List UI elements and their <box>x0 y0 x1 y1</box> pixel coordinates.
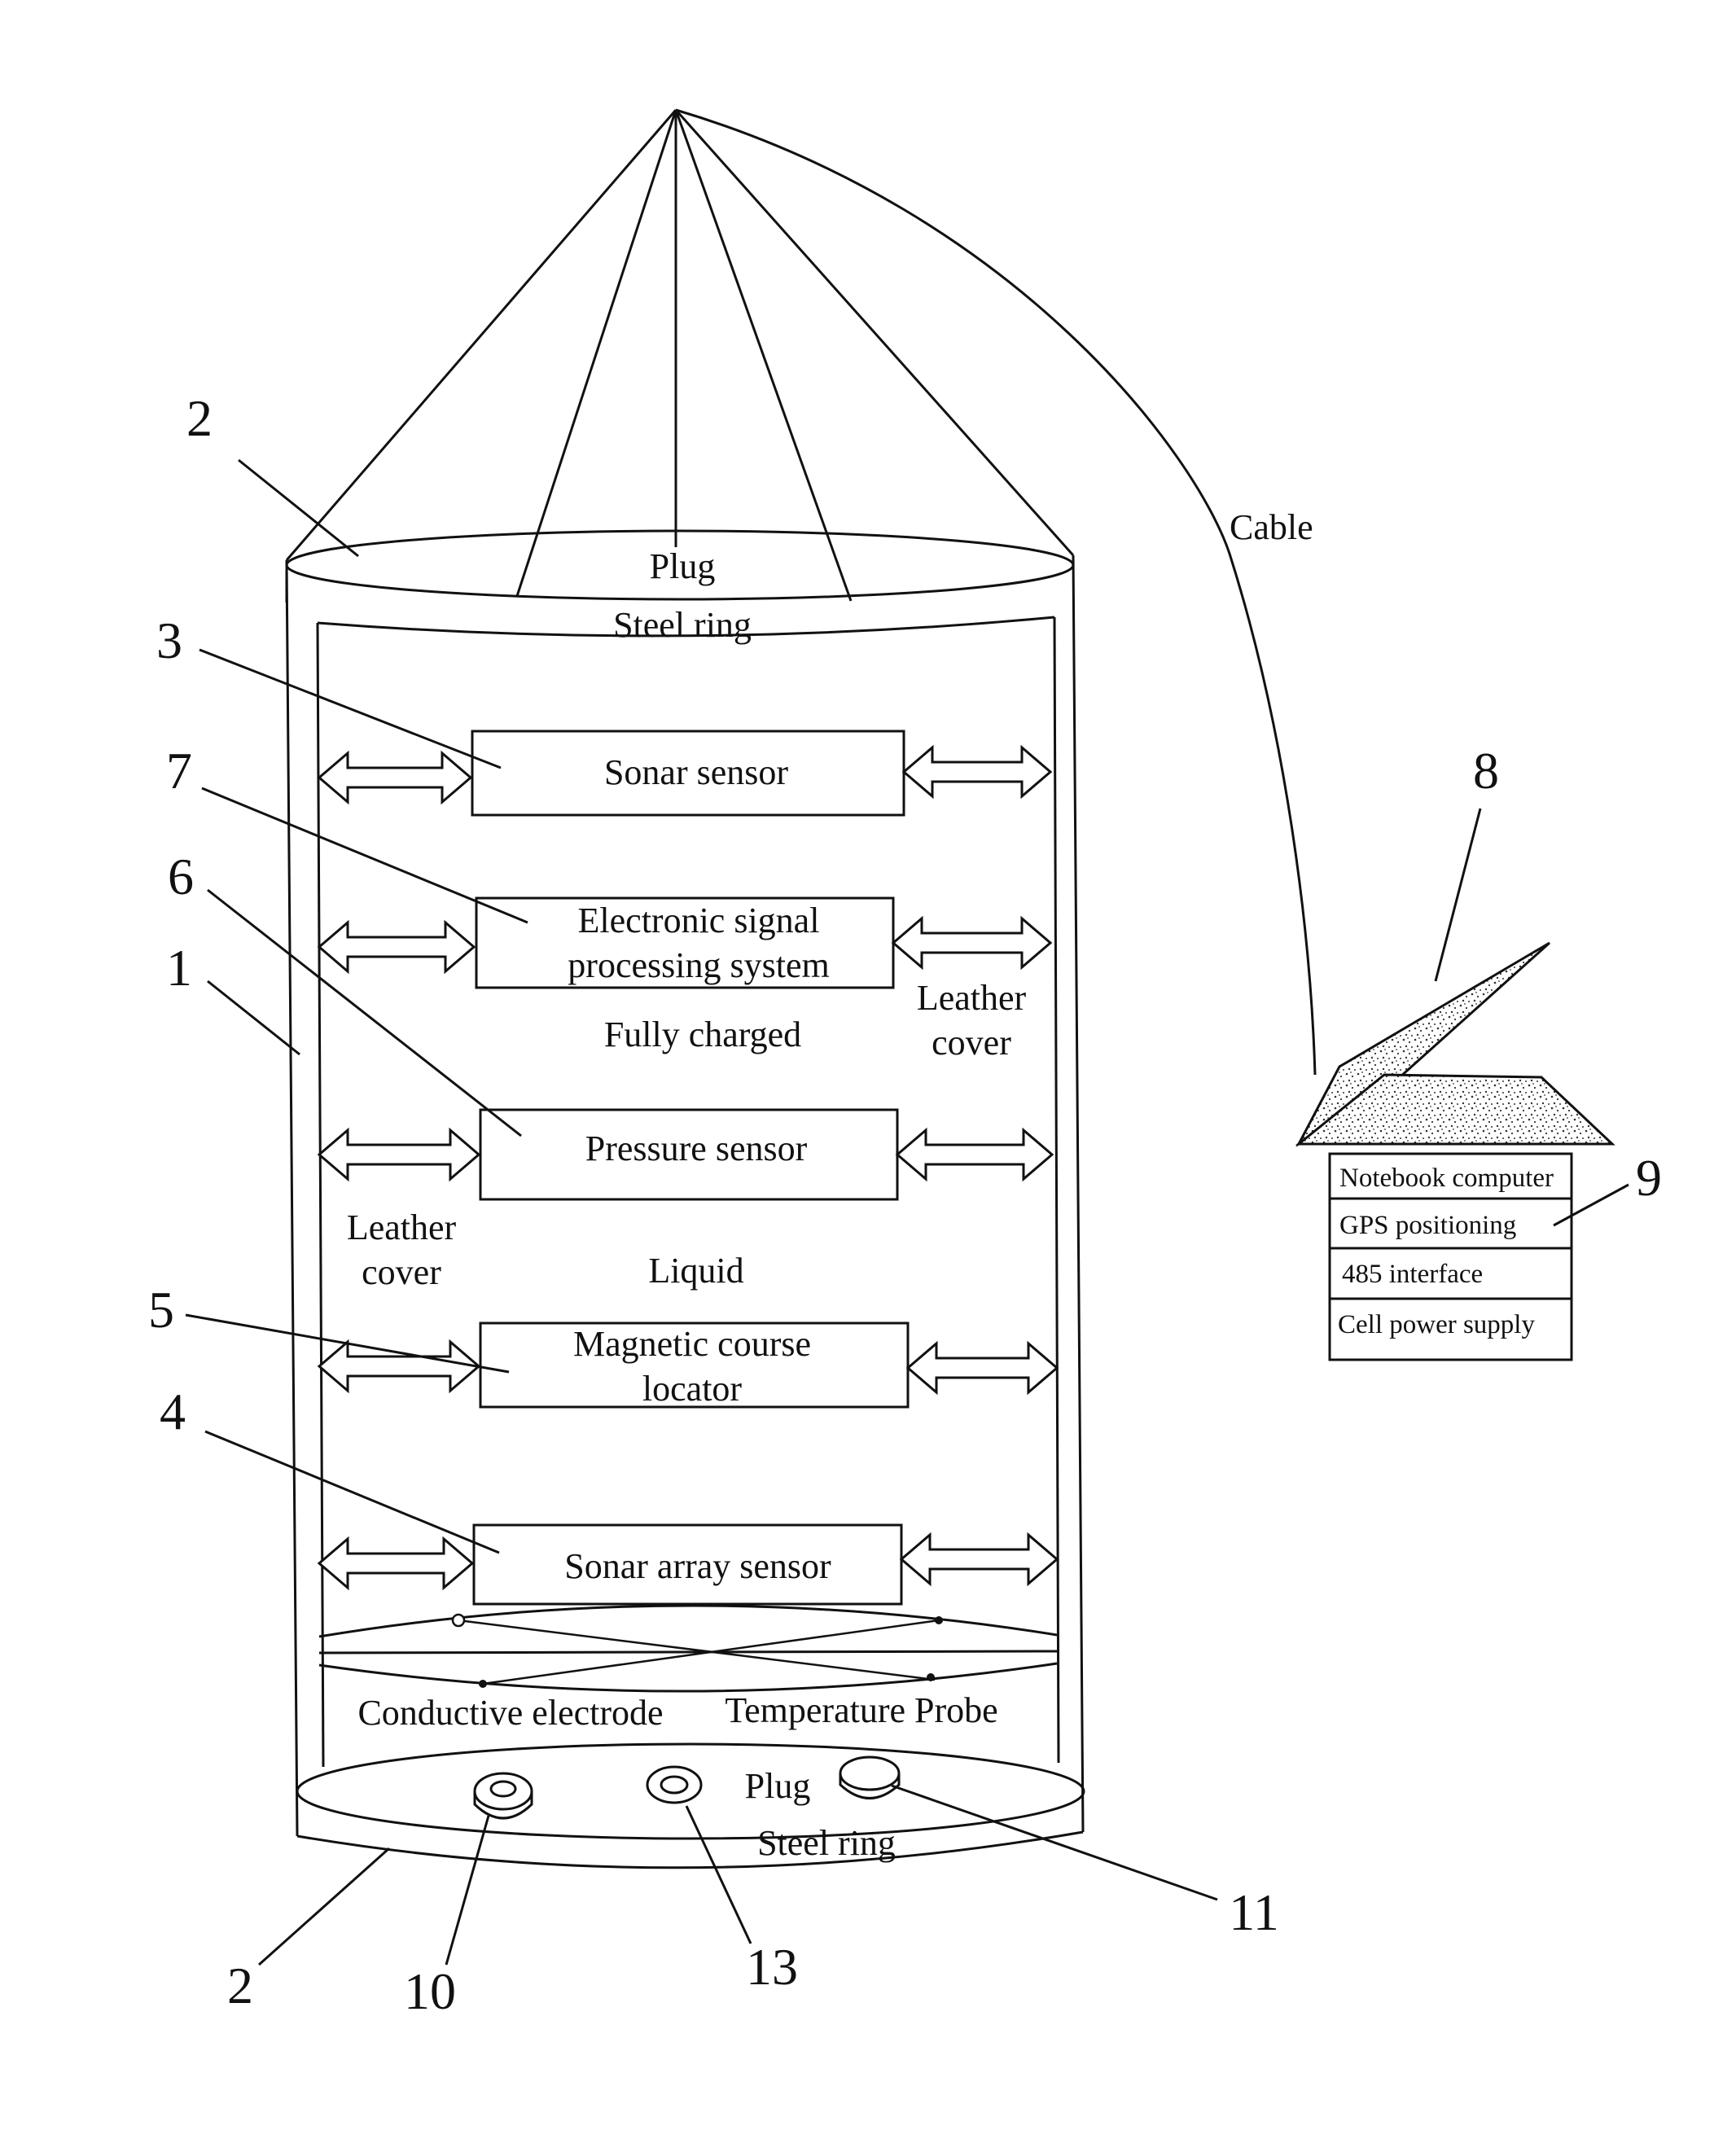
panel-gps-positioning: GPS positioning <box>1339 1211 1516 1240</box>
ref-3: 3 <box>156 611 182 669</box>
bottom-plug-label: Plug <box>745 1766 811 1806</box>
top-steel-ring-label: Steel ring <box>613 605 752 645</box>
leather-cover-left-line2: cover <box>362 1252 441 1292</box>
temperature-probe-11 <box>840 1757 899 1799</box>
top-plug-label: Plug <box>650 546 716 586</box>
bottom-steel-ring-label: Steel ring <box>757 1823 896 1863</box>
mcl-label-line1: Magnetic course <box>573 1324 811 1364</box>
leather-cover-right-line1: Leather <box>917 978 1027 1018</box>
bottom-plug <box>297 1744 1084 1839</box>
double-arrow <box>319 753 471 802</box>
panel-485-interface: 485 interface <box>1342 1260 1483 1289</box>
ring-electrode-10 <box>475 1773 532 1818</box>
panel-cell-power-supply: Cell power supply <box>1338 1310 1535 1339</box>
esp-label-line2: processing system <box>568 945 829 985</box>
double-arrow <box>897 1130 1052 1179</box>
esp-label-line1: Electronic signal <box>578 901 820 940</box>
double-arrow <box>893 918 1050 967</box>
ref-10: 10 <box>404 1962 456 2020</box>
ref-1: 1 <box>166 939 192 997</box>
ref-7: 7 <box>166 742 192 800</box>
leather-cover-right-line2: cover <box>932 1023 1011 1063</box>
pressure-sensor-label: Pressure sensor <box>585 1129 808 1168</box>
ref-5: 5 <box>148 1281 174 1339</box>
panel-notebook-computer: Notebook computer <box>1339 1164 1554 1193</box>
ring-electrode-13 <box>647 1767 701 1803</box>
electrode-point <box>453 1615 464 1626</box>
double-arrow <box>908 1343 1057 1392</box>
notebook-computer-graphic <box>1299 943 1612 1144</box>
double-arrow <box>319 1539 472 1588</box>
ref-2-bottom: 2 <box>227 1957 253 2014</box>
ref-13: 13 <box>746 1938 798 1996</box>
ref-9: 9 <box>1636 1149 1662 1207</box>
electrode-point <box>935 1616 943 1624</box>
temperature-probe-label: Temperature Probe <box>725 1690 997 1730</box>
electrode-grid <box>319 1606 1057 1691</box>
ref-6: 6 <box>168 848 194 905</box>
mcl-label-line2: locator <box>642 1369 743 1409</box>
conductive-electrode-label: Conductive electrode <box>357 1693 663 1733</box>
ref-2-top: 2 <box>186 389 213 447</box>
double-arrow <box>319 1130 479 1179</box>
electrode-point <box>927 1673 935 1681</box>
ref-8: 8 <box>1473 742 1499 800</box>
double-arrow <box>901 1535 1057 1584</box>
liquid-label: Liquid <box>648 1251 743 1291</box>
suspension-lines <box>287 110 1073 601</box>
leather-cover-left-line1: Leather <box>347 1207 457 1247</box>
sonar-sensor-label: Sonar sensor <box>604 752 788 792</box>
double-arrow <box>904 747 1050 796</box>
ref-4: 4 <box>160 1383 186 1440</box>
electrode-point <box>479 1680 487 1688</box>
sonar-array-sensor-label: Sonar array sensor <box>564 1546 831 1586</box>
fully-charged-label: Fully charged <box>604 1015 801 1054</box>
double-arrow <box>319 1342 479 1391</box>
double-arrow <box>319 923 474 971</box>
cable-label: Cable <box>1230 507 1313 547</box>
ref-11: 11 <box>1229 1883 1279 1941</box>
